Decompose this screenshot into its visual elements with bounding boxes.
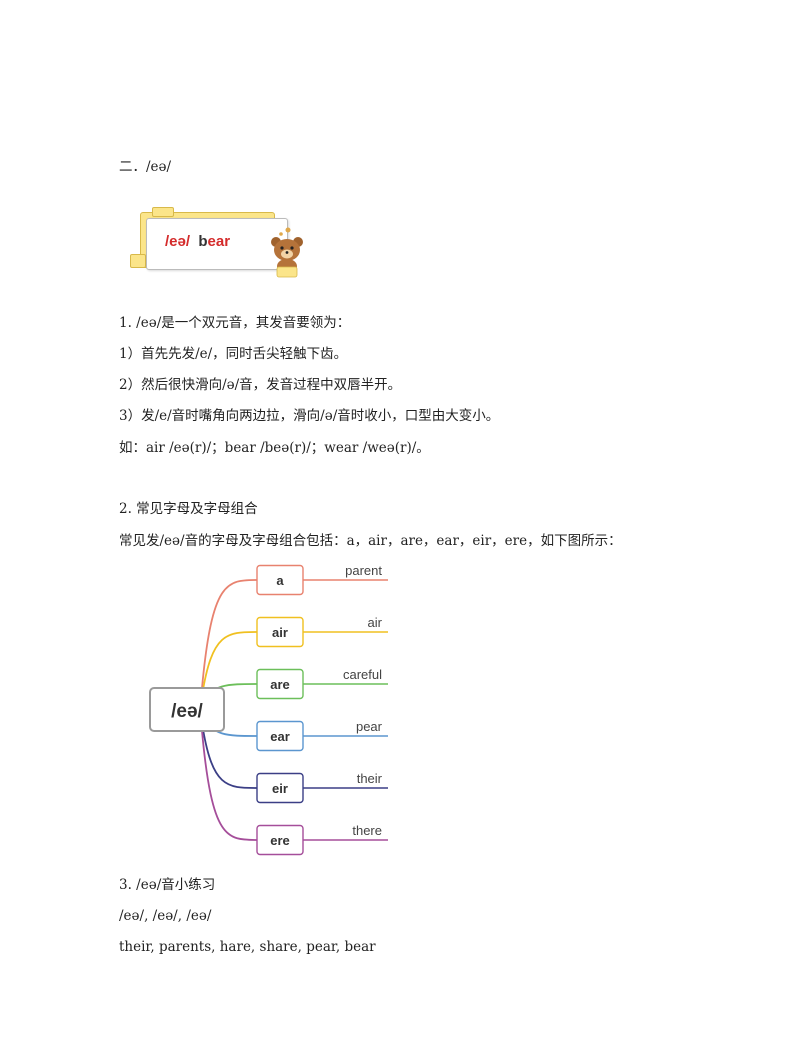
banner-phoneme: /eə/ <box>165 233 191 250</box>
branch-connector <box>201 631 258 697</box>
combo-label: air <box>272 625 288 640</box>
example-word: air <box>368 615 383 630</box>
branch-connector <box>201 579 258 689</box>
combo-label: ear <box>270 729 290 744</box>
banner-label: /eə/ bear <box>165 233 230 250</box>
combo-label: are <box>270 677 290 692</box>
step-2: 2）然后很快滑向/ə/音，发音过程中双唇半开。 <box>119 377 402 393</box>
example-word: their <box>357 771 383 786</box>
branch-connector <box>201 722 258 789</box>
section2-intro: 常见发/eə/音的字母及字母组合包括：a，air，are，ear，eir，ere… <box>119 533 622 549</box>
banner-tab <box>152 207 174 217</box>
combo-label: a <box>276 573 284 588</box>
examples-line: 如：air /eə(r)/；bear /beə(r)/；wear /weə(r)… <box>119 440 430 456</box>
example-word: pear <box>356 719 383 734</box>
example-word: there <box>352 823 382 838</box>
banner-word-rest: ear <box>207 233 231 250</box>
step-1: 1）首先先发/e/，同时舌尖轻触下齿。 <box>119 346 348 362</box>
section2-title: 2. 常见字母及字母组合 <box>119 501 258 517</box>
example-word: careful <box>343 667 382 682</box>
mind-map-center-label: /eə/ <box>171 701 203 722</box>
section3-title: 3. /eə/音小练习 <box>119 877 216 893</box>
banner-word-first: b <box>198 233 208 250</box>
section1-title: 1. /eə/是一个双元音，其发音要领为： <box>119 315 351 331</box>
practice-words: their, parents, hare, share, pear, bear <box>119 939 376 955</box>
combo-label: ere <box>270 833 290 848</box>
banner-foot <box>130 254 146 268</box>
step-3: 3）发/e/音时嘴角向两边拉，滑向/ə/音时收小，口型由大变小。 <box>119 408 500 424</box>
example-word: parent <box>345 563 382 578</box>
bear-mascot-icon <box>271 227 303 278</box>
branch-connector <box>201 730 258 841</box>
phoneme-mind-map: a parent air air are careful ear pear eir their er… <box>149 563 388 856</box>
mind-map-center-box <box>149 687 225 732</box>
section-heading: 二．/eə/ <box>119 159 172 175</box>
drill-line: /eə/, /eə/, /eə/ <box>119 908 212 924</box>
combo-label: eir <box>272 781 288 796</box>
